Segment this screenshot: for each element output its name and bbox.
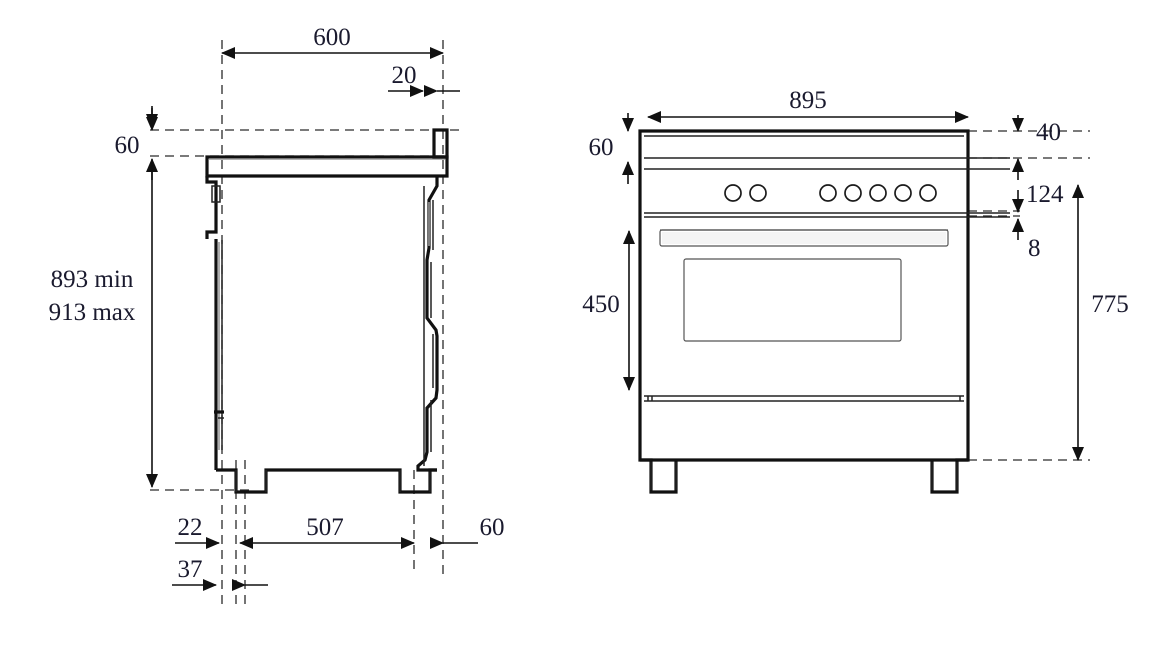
side-base-and-feet	[216, 468, 437, 494]
dim-label-trim-8: 8	[1028, 235, 1041, 262]
dim-label-height-min: 893 min	[51, 266, 134, 293]
side-door-profile	[416, 176, 439, 472]
dim-label-panel-60: 60	[589, 134, 614, 161]
dim-label-band-124: 124	[1026, 181, 1064, 208]
dim-label-top-40: 40	[1036, 119, 1061, 146]
side-view-body	[205, 128, 449, 494]
oven-door-window	[683, 258, 902, 342]
dim-side-worktop-60: 60	[115, 106, 158, 180]
dim-label-foot-span-507: 507	[306, 514, 344, 541]
dim-label-foot-inner-37: 37	[178, 556, 203, 583]
dim-label-door-450: 450	[582, 291, 620, 318]
dim-side-bottom-group: 507 22 60 37	[172, 514, 505, 591]
dim-front-panel-60: 60	[589, 113, 634, 184]
dim-front-trim-8: 8	[1012, 218, 1041, 262]
dim-side-depth-600: 600	[221, 24, 444, 59]
side-rear-clip	[211, 185, 221, 203]
knob-2[interactable]	[749, 184, 767, 202]
front-view-group: 895 60 450 40 124 8	[582, 87, 1129, 494]
front-outer-shell	[638, 129, 970, 462]
side-view-group: 600 20 60 893 min 913 max	[49, 24, 505, 610]
front-foot-left	[640, 458, 678, 494]
dim-label-front-overhang-60: 60	[480, 514, 505, 541]
oven-door-handle[interactable]	[659, 229, 949, 247]
knob-4[interactable]	[844, 184, 862, 202]
knob-3[interactable]	[819, 184, 837, 202]
dim-front-body-775: 775	[1072, 184, 1129, 461]
dim-label-height-max: 913 max	[49, 299, 136, 326]
dim-label-depth-600: 600	[313, 24, 351, 51]
dim-side-back-offset-20: 20	[388, 62, 460, 97]
knob-6[interactable]	[894, 184, 912, 202]
dim-label-worktop-60: 60	[115, 132, 140, 159]
oven-control-knobs[interactable]	[724, 184, 767, 202]
dim-front-door-450: 450	[582, 230, 635, 391]
dim-label-width-895: 895	[789, 87, 827, 114]
dim-label-body-775: 775	[1091, 291, 1129, 318]
dim-front-top-40: 40	[1012, 115, 1061, 146]
dim-label-back-22: 22	[178, 514, 203, 541]
side-rear-wall-upper	[205, 176, 218, 239]
dim-front-band-124: 124	[1012, 158, 1064, 213]
knob-1[interactable]	[724, 184, 742, 202]
burner-control-knobs[interactable]	[819, 184, 937, 202]
side-rear-upstand	[432, 128, 449, 159]
dim-front-width-895: 895	[647, 87, 969, 123]
front-view-body	[638, 129, 1010, 494]
side-worktop-slab	[205, 155, 449, 178]
front-foot-right	[930, 458, 968, 494]
knob-5[interactable]	[869, 184, 887, 202]
knob-7[interactable]	[919, 184, 937, 202]
dim-label-back-offset-20: 20	[392, 62, 417, 89]
dim-side-height-range: 893 min 913 max	[49, 160, 158, 488]
